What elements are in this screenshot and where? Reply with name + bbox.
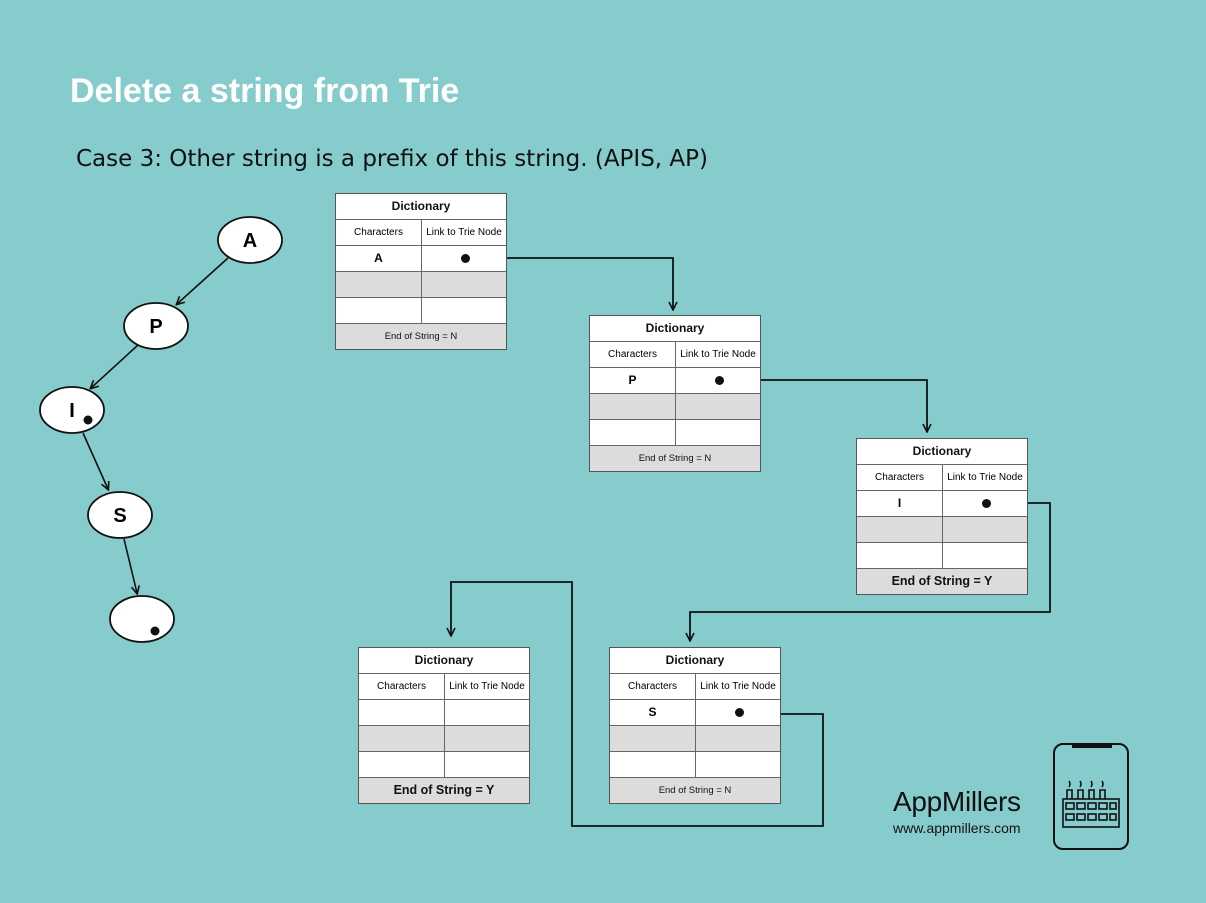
tree-edge-a-p — [177, 257, 229, 304]
dictionary-header: Dictionary — [857, 439, 1027, 465]
link-cell — [943, 543, 1027, 568]
link-a-to-p — [466, 257, 673, 309]
col-link: Link to Trie Node — [680, 349, 756, 360]
dictionary-header: Dictionary — [610, 648, 780, 674]
char-cell — [610, 752, 696, 777]
end-of-string-flag: End of String = N — [590, 446, 760, 471]
page-title: Delete a string from Trie — [70, 72, 460, 110]
char-cell — [359, 700, 445, 725]
dictionary-node-p: Dictionary Characters Link to Trie Node P… — [589, 315, 761, 472]
link-cell — [696, 726, 780, 751]
tree-node-s: S — [87, 491, 153, 539]
tree-edge-i-s — [82, 432, 108, 489]
link-cell — [422, 272, 506, 297]
svg-text:S: S — [113, 505, 126, 527]
link-cell — [676, 368, 760, 393]
link-dot — [715, 376, 724, 385]
link-cell — [445, 752, 529, 777]
link-cell — [696, 752, 780, 777]
link-p-to-i — [720, 379, 927, 431]
dictionary-node-s: Dictionary Characters Link to Trie Node S… — [609, 647, 781, 804]
link-cell — [943, 491, 1027, 516]
char-cell — [590, 394, 676, 419]
char-cell — [336, 298, 422, 323]
col-characters: Characters — [610, 674, 696, 699]
char-cell — [857, 543, 943, 568]
col-link: Link to Trie Node — [426, 227, 502, 238]
link-cell — [422, 298, 506, 323]
link-cell — [422, 246, 506, 271]
char-cell — [590, 420, 676, 445]
link-dot — [735, 708, 744, 717]
end-of-string-flag: End of String = Y — [359, 778, 529, 803]
char-cell — [359, 752, 445, 777]
link-i-to-s — [690, 502, 1051, 640]
tree-edge-s-end — [123, 538, 137, 593]
col-link: Link to Trie Node — [700, 681, 776, 692]
svg-text:A: A — [243, 230, 257, 252]
svg-text:I: I — [69, 400, 75, 422]
svg-text:P: P — [149, 316, 162, 338]
char-cell: A — [336, 246, 422, 271]
char-cell — [359, 726, 445, 751]
tree-node-end — [109, 595, 175, 643]
brand-url: www.appmillers.com — [893, 820, 1021, 836]
link-dot — [461, 254, 470, 263]
case-description: Case 3: Other string is a prefix of this… — [76, 146, 709, 172]
tree-edge-p-i — [91, 344, 139, 388]
link-dot — [982, 499, 991, 508]
tree-node-p: P — [123, 302, 189, 350]
dictionary-header: Dictionary — [359, 648, 529, 674]
end-of-string-marker — [83, 415, 93, 425]
link-cell — [676, 394, 760, 419]
tree-node-i: I — [39, 386, 105, 434]
char-cell: S — [610, 700, 696, 725]
col-characters: Characters — [359, 674, 445, 699]
dictionary-node-end: Dictionary Characters Link to Trie Node E… — [358, 647, 530, 804]
link-cell — [445, 700, 529, 725]
char-cell — [857, 517, 943, 542]
char-cell: P — [590, 368, 676, 393]
end-of-string-flag: End of String = N — [610, 778, 780, 803]
tree-node-a: A — [217, 216, 283, 264]
col-link: Link to Trie Node — [947, 472, 1023, 483]
factory-phone-icon — [1053, 743, 1129, 850]
dictionary-node-a: Dictionary Characters Link to Trie Node A… — [335, 193, 507, 350]
link-cell — [696, 700, 780, 725]
dictionary-node-i: Dictionary Characters Link to Trie Node I… — [856, 438, 1028, 595]
link-s-to-end — [451, 581, 824, 827]
char-cell — [610, 726, 696, 751]
end-of-string-flag: End of String = N — [336, 324, 506, 349]
char-cell: I — [857, 491, 943, 516]
col-characters: Characters — [857, 465, 943, 490]
link-cell — [676, 420, 760, 445]
brand-block: AppMillers www.appmillers.com — [893, 786, 1021, 836]
link-cell — [445, 726, 529, 751]
col-characters: Characters — [590, 342, 676, 367]
col-link: Link to Trie Node — [449, 681, 525, 692]
char-cell — [336, 272, 422, 297]
dictionary-header: Dictionary — [336, 194, 506, 220]
end-of-string-flag: End of String = Y — [857, 569, 1027, 594]
dictionary-header: Dictionary — [590, 316, 760, 342]
brand-name: AppMillers — [893, 786, 1021, 817]
link-cell — [943, 517, 1027, 542]
col-characters: Characters — [336, 220, 422, 245]
end-of-string-marker — [150, 626, 160, 636]
